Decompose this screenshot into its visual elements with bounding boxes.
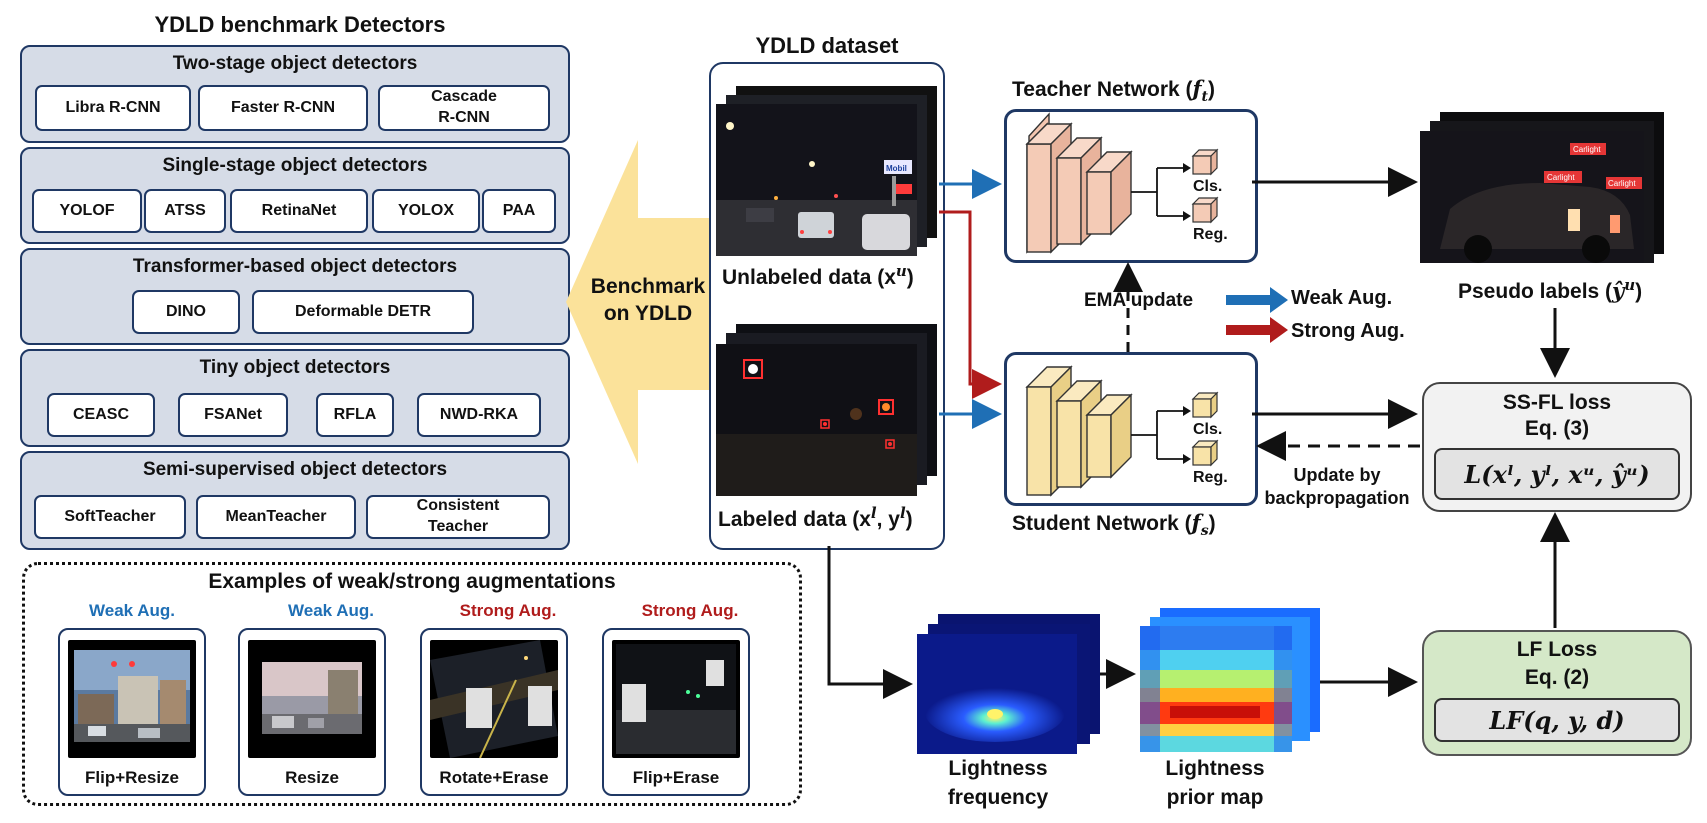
pseudo-labels-label: Pseudo labels (ŷu) [1458, 276, 1643, 303]
aug-kind-label: Strong Aug. [459, 601, 557, 620]
lf-title: LF Loss [1516, 638, 1598, 661]
teacher-network-label: Teacher Network (ft) [1012, 76, 1216, 106]
aug-example-rotate-erase: Rotate+Erase [420, 628, 568, 796]
group-title: Two-stage object detectors [172, 53, 418, 74]
lightness-frequency-image [917, 634, 1077, 754]
lf-loss-box: LF Loss Eq. (2) LF(q, y, d) [1422, 630, 1692, 756]
aug-caption: Flip+Resize [84, 768, 179, 787]
pseudo-tag: Carlight [1608, 179, 1636, 188]
teacher-reg-label: Reg. [1193, 226, 1228, 243]
group-title: Transformer-based object detectors [132, 256, 458, 277]
aug-example-flip-resize: Flip+Resize [58, 628, 206, 796]
labeled-data-label: Labeled data (xl, yl) [718, 504, 913, 531]
chip-rfla: RFLA [316, 393, 394, 437]
teacher-network-diagram [1025, 112, 1219, 254]
chip-yolof: YOLOF [32, 189, 142, 233]
chip-meanteacher: MeanTeacher [196, 495, 356, 539]
student-network-label: Student Network (fs) [1012, 510, 1216, 540]
legend-strong-aug: Strong Aug. [1291, 320, 1405, 342]
ssfl-formula: L(xˡ, yˡ, xᵘ, ŷᵘ) [1434, 448, 1680, 500]
augmentation-title: Examples of weak/strong augmentations [208, 570, 616, 593]
chip-softteacher: SoftTeacher [34, 495, 186, 539]
chip-retinanet: RetinaNet [230, 189, 368, 233]
lf-formula: LF(q, y, d) [1434, 698, 1680, 742]
aug-kind-label: Weak Aug. [89, 601, 175, 620]
benchmark-arrow [566, 140, 714, 464]
group-semi-supervised: Semi-supervised object detectors SoftTea… [20, 451, 570, 550]
aug-image [430, 640, 558, 758]
strong-aug-arrow-icon [1226, 317, 1288, 343]
legend-arrows [1226, 287, 1288, 343]
backprop-label: Update by backpropagation [1264, 465, 1410, 509]
aug-kind-label: Weak Aug. [288, 601, 374, 620]
chip-faster-rcnn: Faster R-CNN [198, 85, 368, 131]
group-transformer: Transformer-based object detectors DINO … [20, 248, 570, 345]
aug-kind-label: Strong Aug. [641, 601, 739, 620]
pseudo-tag: Carlight [1573, 145, 1601, 154]
student-reg-label: Reg. [1193, 469, 1228, 486]
ema-update-label: EMA update [1082, 290, 1196, 312]
ssfl-loss-box: SS-FL loss Eq. (3) L(xˡ, yˡ, xᵘ, ŷᵘ) [1422, 382, 1692, 512]
augmentation-examples-frame [22, 562, 802, 806]
chip-fsanet: FSANet [178, 393, 288, 437]
lightness-prior-map-image [1140, 626, 1292, 752]
unlabeled-data-label: Unlabeled data (xu) [722, 262, 914, 289]
ssfl-eq-ref: Eq. (3) [1524, 417, 1590, 440]
labeled-to-frequency-arrow [827, 546, 913, 699]
teacher-network-box: Cls. Reg. [1004, 109, 1258, 263]
student-network-diagram [1025, 365, 1219, 497]
group-title: Tiny object detectors [199, 357, 391, 378]
weak-aug-arrow-icon [1226, 287, 1288, 313]
benchmark-arrow-label: Benchmark on YDLD [590, 275, 706, 326]
aug-caption: Flip+Erase [632, 768, 720, 787]
lightness-prior-map-label: Lightness prior map [1165, 757, 1265, 810]
lightness-frequency-label: Lightness frequency [947, 757, 1049, 810]
legend-weak-aug: Weak Aug. [1291, 287, 1393, 309]
teacher-cls-label: Cls. [1193, 178, 1223, 195]
student-cls-label: Cls. [1193, 421, 1223, 438]
aug-caption: Rotate+Erase [439, 768, 549, 787]
pseudo-tag: Carlight [1547, 173, 1575, 182]
aug-example-flip-erase: Flip+Erase [602, 628, 750, 796]
chip-yolox: YOLOX [372, 189, 480, 233]
aug-image [248, 640, 376, 758]
aug-image [612, 640, 740, 758]
group-two-stage: Two-stage object detectors Libra R-CNN F… [20, 45, 570, 143]
chip-consistent-teacher: Consistent Teacher [366, 495, 550, 539]
group-title: Semi-supervised object detectors [142, 459, 448, 480]
pseudo-label-image: Carlight Carlight Carlight [1420, 131, 1644, 263]
chip-atss: ATSS [144, 189, 226, 233]
benchmark-title: YDLD benchmark Detectors [154, 12, 446, 37]
chip-deformable-detr: Deformable DETR [252, 290, 474, 334]
unlabeled-image: Mobil [716, 104, 917, 256]
group-tiny: Tiny object detectors CEASC FSANet RFLA … [20, 349, 570, 447]
dataset-title: YDLD dataset [755, 33, 899, 58]
chip-dino: DINO [132, 290, 240, 334]
chip-libra-rcnn: Libra R-CNN [35, 85, 191, 131]
aug-image [68, 640, 196, 758]
group-single-stage: Single-stage object detectors YOLOF ATSS… [20, 147, 570, 244]
chip-ceasc: CEASC [47, 393, 155, 437]
chip-cascade-rcnn: Cascade R-CNN [378, 85, 550, 131]
chip-paa: PAA [482, 189, 556, 233]
chip-nwd-rka: NWD-RKA [417, 393, 541, 437]
group-title: Single-stage object detectors [162, 155, 428, 176]
labeled-image [716, 344, 917, 496]
aug-example-resize: Resize [238, 628, 386, 796]
student-network-box: Cls. Reg. [1004, 352, 1258, 506]
strong-aug-arrow [939, 210, 1002, 399]
mobil-sign-text: Mobil [886, 164, 907, 173]
ssfl-title: SS-FL loss [1502, 391, 1612, 414]
aug-caption: Resize [285, 768, 339, 787]
lf-eq-ref: Eq. (2) [1524, 666, 1590, 689]
